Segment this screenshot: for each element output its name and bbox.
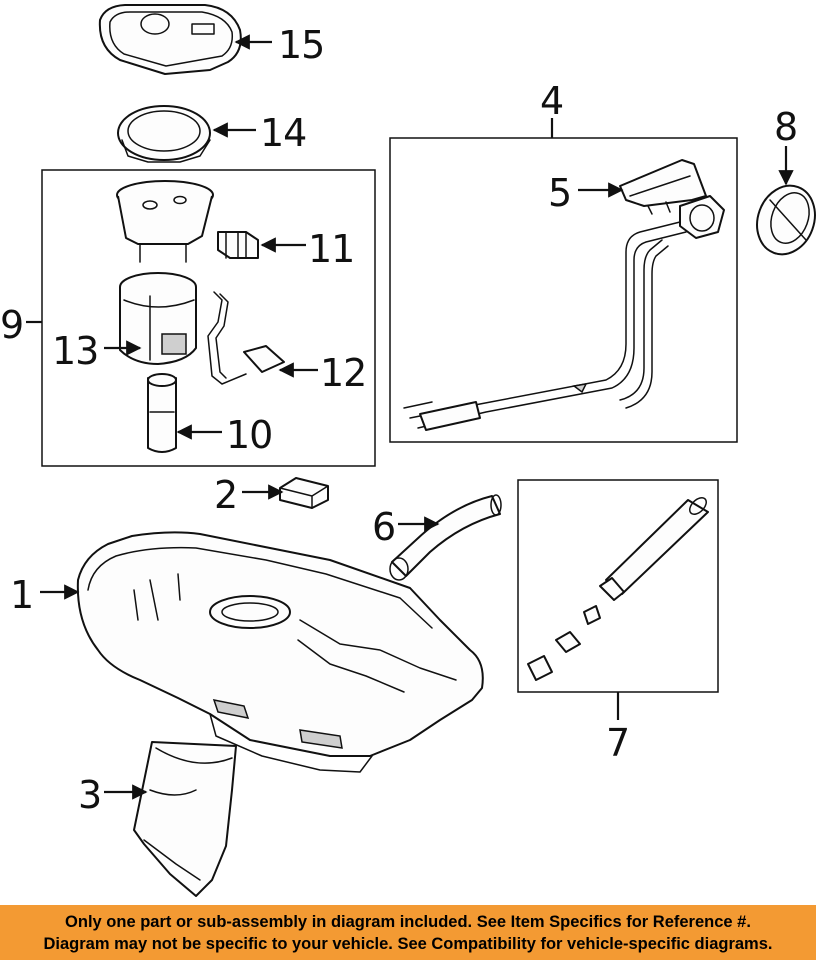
callout-3: 3	[78, 773, 101, 817]
part-12-harness	[207, 291, 285, 385]
pump-assembly-box	[41, 169, 376, 467]
callout-10: 10	[226, 413, 272, 457]
filler-neck-box	[389, 137, 738, 443]
part-5-filler-housing	[619, 159, 707, 215]
parts-diagram: 15 14 11 9 13 12 10 4 5 8 2 6 1 7 3	[0, 4, 816, 897]
callout-4: 4	[540, 79, 563, 123]
part-1-fuel-tank	[76, 531, 484, 773]
callout-8: 8	[774, 105, 797, 149]
callout-12: 12	[320, 351, 366, 395]
disclaimer-line-2: Diagram may not be specific to your vehi…	[43, 934, 773, 953]
callout-labels: 15 14 11 9 13 12 10 4 5 8 2 6 1 7 3	[0, 23, 798, 817]
callout-5: 5	[548, 171, 571, 215]
part-14-lock-ring	[117, 105, 211, 163]
disclaimer-banner: Only one part or sub-assembly in diagram…	[0, 905, 816, 960]
disclaimer-line-1: Only one part or sub-assembly in diagram…	[65, 912, 751, 931]
part-11-sensor	[217, 231, 259, 259]
callout-9: 9	[0, 303, 23, 347]
callout-13: 13	[52, 329, 98, 373]
callout-15: 15	[278, 23, 324, 67]
callout-7: 7	[606, 721, 629, 765]
callout-6: 6	[372, 505, 395, 549]
callout-11: 11	[308, 227, 354, 271]
part-6-hose	[389, 494, 502, 581]
callout-14: 14	[260, 111, 306, 155]
part-13-reservoir	[119, 272, 197, 365]
callout-2: 2	[214, 473, 237, 517]
leader-lines	[26, 34, 794, 800]
part-3-heat-shield	[133, 741, 237, 897]
part-4-filler-neck	[403, 195, 725, 431]
callout-1: 1	[10, 573, 33, 617]
pump-top-flange	[116, 180, 214, 263]
part-10-pump-motor	[147, 373, 177, 453]
part-15-cover-plate	[98, 4, 242, 75]
part-7-vent-kit	[527, 497, 709, 681]
part-8-fuel-cap	[756, 184, 816, 256]
part-2-pad	[279, 477, 329, 509]
